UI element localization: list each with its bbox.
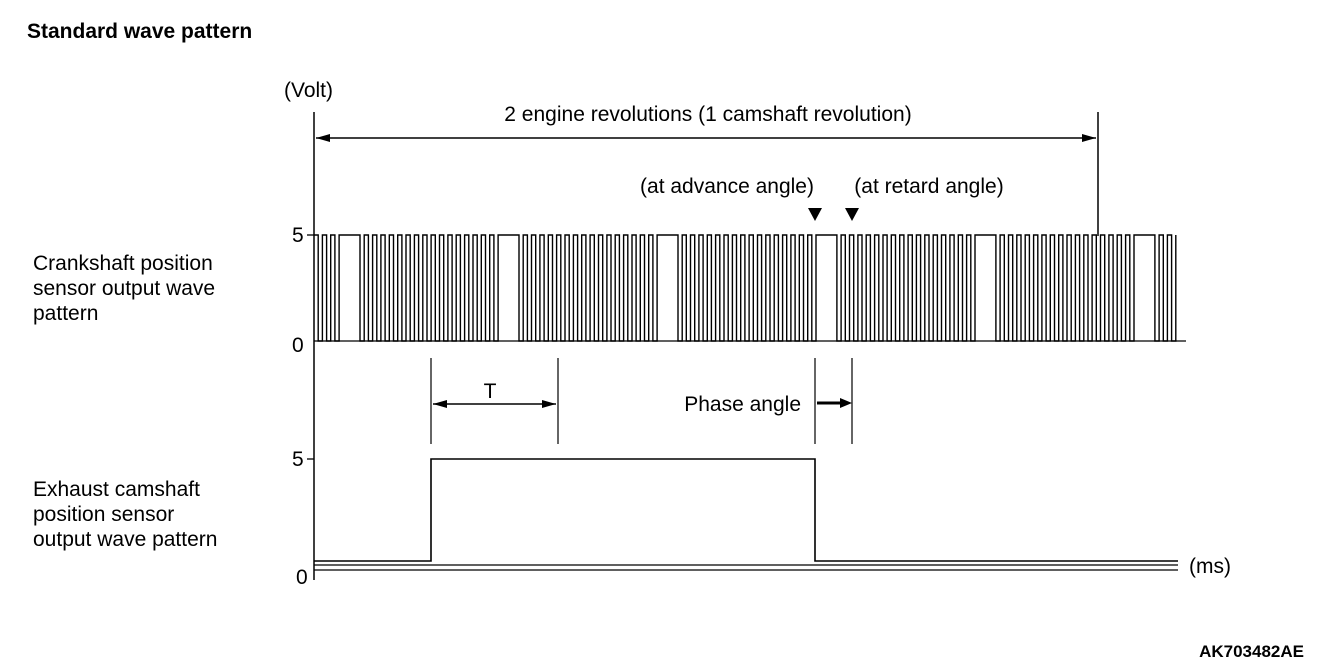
crank-label-line-2: sensor output wave <box>33 277 215 300</box>
diagram-title: Standard wave pattern <box>27 20 252 43</box>
crank-tick-high: 5 <box>292 224 304 247</box>
crank-wave <box>314 234 1177 342</box>
cam-tick-high: 5 <box>292 448 304 471</box>
advance-marker-icon <box>808 208 822 221</box>
phase-arrow-head <box>840 398 852 408</box>
retard-angle-label: (at retard angle) <box>854 175 1003 198</box>
period-label: T <box>484 380 497 403</box>
cam-tick-low: 0 <box>296 566 308 589</box>
cam-wave <box>314 458 1178 562</box>
y-axis-unit: (Volt) <box>284 79 333 102</box>
span-arrow-right-head <box>1082 134 1096 142</box>
crank-tick-low: 0 <box>292 334 304 357</box>
period-arrow-left-head <box>433 400 447 408</box>
x-axis-unit: (ms) <box>1189 555 1231 578</box>
cam-label-line-1: Exhaust camshaft <box>33 478 200 501</box>
cam-label-line-3: output wave pattern <box>33 528 217 551</box>
phase-angle-label: Phase angle <box>684 393 801 416</box>
span-arrow-left-head <box>316 134 330 142</box>
retard-marker-icon <box>845 208 859 221</box>
figure-id: AK703482AE <box>1199 642 1304 661</box>
crank-label-line-1: Crankshaft position <box>33 252 213 275</box>
crank-label-line-3: pattern <box>33 302 98 325</box>
cam-label-line-2: position sensor <box>33 503 174 526</box>
span-label: 2 engine revolutions (1 camshaft revolut… <box>504 103 911 126</box>
advance-angle-label: (at advance angle) <box>640 175 814 198</box>
period-arrow-right-head <box>542 400 556 408</box>
